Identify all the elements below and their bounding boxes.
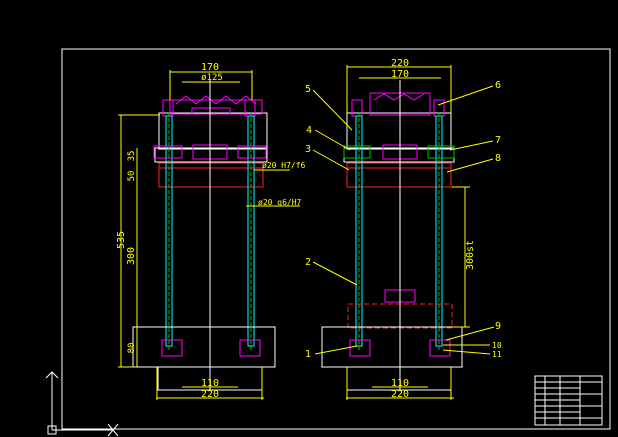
right-base xyxy=(321,326,463,368)
ucs-y-arrow xyxy=(45,371,59,379)
dim-220-right-label: 220 xyxy=(391,389,409,400)
part-number-6: 6 xyxy=(495,80,501,91)
right-view: 220 170 300st 110 220 5 6 4 7 3 8 xyxy=(305,58,502,400)
part-number-8: 8 xyxy=(495,153,501,164)
right-crosshead xyxy=(346,162,452,188)
part-number-1: 1 xyxy=(305,349,311,360)
part-callouts: 5 6 4 7 3 8 2 9 10 11 1 xyxy=(305,80,502,360)
left-top-block xyxy=(158,112,268,150)
right-upper-plate xyxy=(343,147,455,163)
dim-stroke-label: 300st xyxy=(465,240,476,270)
dim-110-right-label: 110 xyxy=(391,378,409,389)
left-base-pocket-l xyxy=(161,339,183,357)
part-number-11: 11 xyxy=(492,350,502,359)
part-number-5: 5 xyxy=(305,84,311,95)
right-top-zigzag xyxy=(373,93,425,101)
leader-1 xyxy=(314,345,358,355)
right-bushing-right xyxy=(427,145,455,159)
fit-upper-label: ø20 H7/f6 xyxy=(262,161,306,170)
part-number-2: 2 xyxy=(305,257,311,268)
leader-6 xyxy=(437,85,494,106)
ucs-origin-box xyxy=(47,425,57,435)
left-bushing-right xyxy=(237,145,267,159)
left-upper-plate xyxy=(154,147,268,163)
title-block xyxy=(534,375,603,426)
left-bushing-left xyxy=(153,145,183,159)
right-bushing-left xyxy=(343,145,371,159)
leader-2 xyxy=(312,261,358,286)
left-top-zigzag xyxy=(175,95,257,105)
ucs-x-glyph-b xyxy=(107,423,119,437)
dim-50-label: 50 xyxy=(127,171,137,182)
leader-4 xyxy=(314,129,351,151)
dim-35-label: 35 xyxy=(127,151,137,162)
part-number-9: 9 xyxy=(495,321,501,332)
fit-lower-label: ø20 g6/H7 xyxy=(258,198,302,207)
right-nut-tl xyxy=(351,99,363,117)
part-number-7: 7 xyxy=(495,135,501,146)
leader-3 xyxy=(312,149,350,171)
dim-220-left-label: 220 xyxy=(201,389,219,400)
dim-170-right-label: 170 xyxy=(391,69,409,80)
dim-170-left-label: 170 xyxy=(201,62,219,73)
left-view: 170 ø125 ø20 H7/f6 ø20 g6/H7 535 300 50 … xyxy=(116,62,306,400)
dim-80-label: 80 xyxy=(127,343,137,354)
right-top-block xyxy=(346,112,452,150)
left-base-pocket-r xyxy=(239,339,261,357)
leader-8 xyxy=(446,158,494,173)
dim-220-top-label: 220 xyxy=(391,58,409,69)
right-base-pocket-l xyxy=(349,339,371,357)
ucs-icon xyxy=(45,371,119,437)
left-crosshead xyxy=(158,162,264,188)
part-number-10: 10 xyxy=(492,341,502,350)
leader-9 xyxy=(445,326,495,341)
drawing-border xyxy=(61,48,611,430)
dim-110-left-label: 110 xyxy=(201,378,219,389)
leader-5 xyxy=(312,89,353,131)
leader-7 xyxy=(449,140,494,151)
left-top-detail xyxy=(169,99,263,115)
part-number-3: 3 xyxy=(305,144,311,155)
leader-11 xyxy=(442,349,491,355)
part-number-4: 4 xyxy=(306,125,312,136)
dim-535-label: 535 xyxy=(116,231,127,249)
dim-125-label: ø125 xyxy=(201,73,223,83)
dim-300-label: 300 xyxy=(126,247,137,265)
right-base-pocket-r xyxy=(429,339,451,357)
left-top-inner xyxy=(191,107,231,115)
